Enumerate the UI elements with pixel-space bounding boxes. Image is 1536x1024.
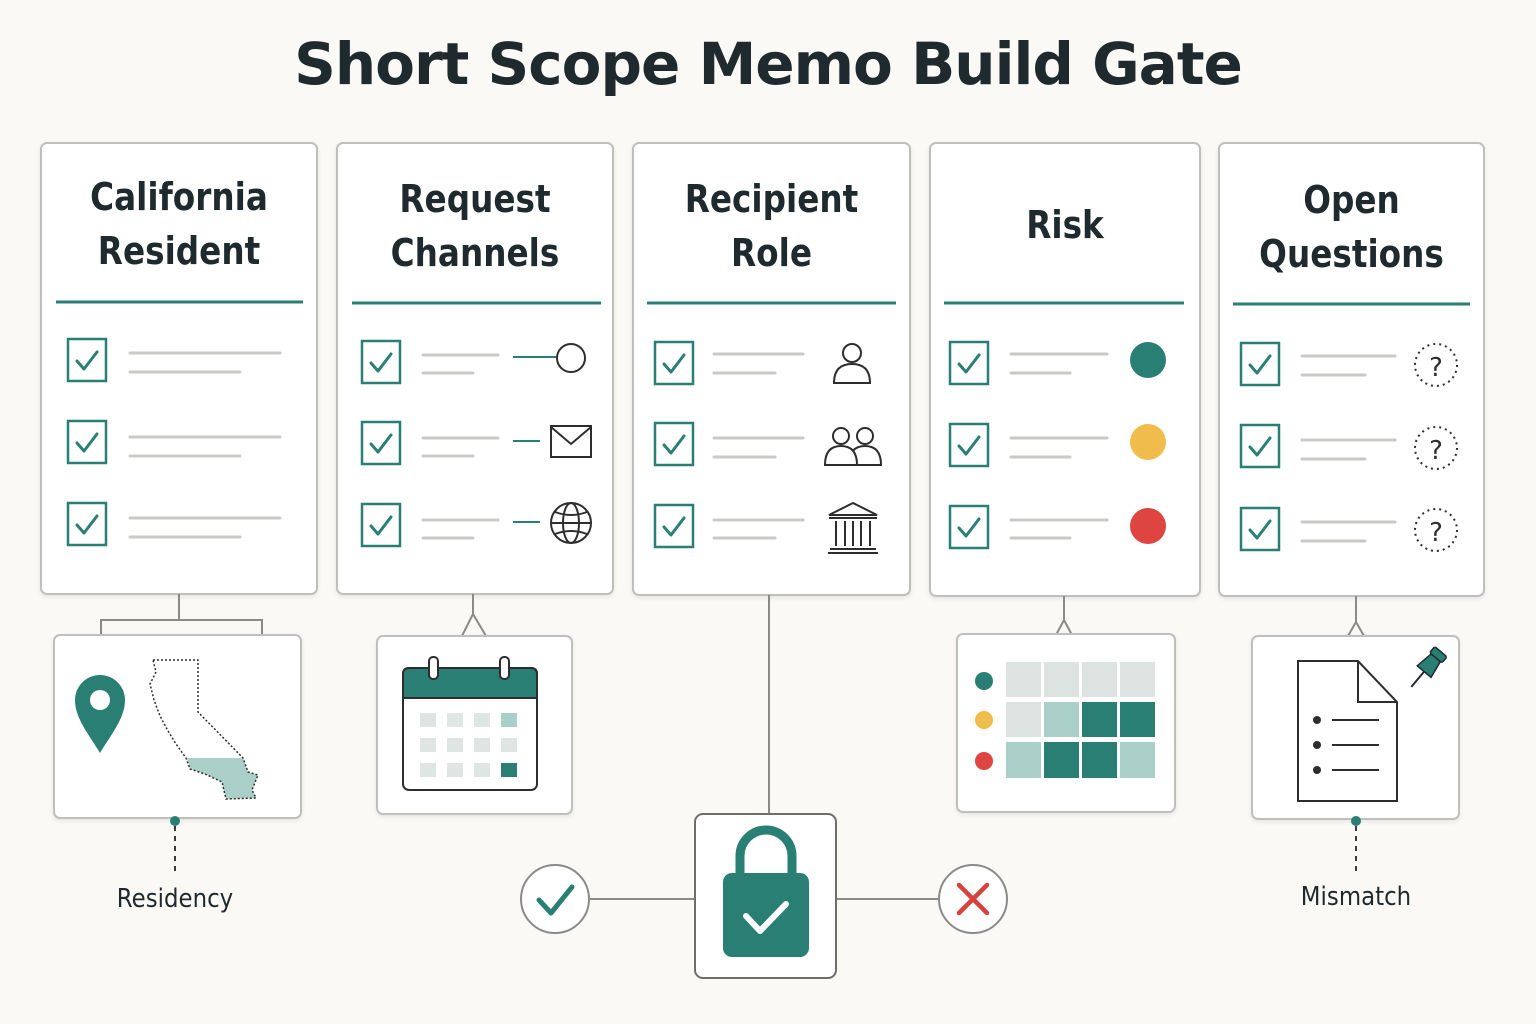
column-title-request-channels: Request Channels [356,172,593,280]
checkbox-checked-icon [948,504,990,550]
risk-dot-teal [1130,342,1166,378]
heatmap-icon [975,662,1155,778]
phone-handset-icon [556,343,586,373]
location-pin-icon [75,675,125,753]
column-title-risk: Risk [949,198,1181,252]
document-icon [1297,660,1398,802]
column-title-line: Open [1303,178,1400,222]
checkbox-checked-icon [66,501,108,547]
checklist-recipient-role [653,340,883,554]
checklist-request-channels [360,339,592,548]
checkbox-checked-icon [360,420,402,466]
svg-text:?: ? [1429,518,1443,548]
checkbox-checked-icon [1239,423,1281,469]
checklist-open-questions: ? ? ? [1239,341,1458,552]
connectors [100,594,1365,814]
card-request-channels [336,142,614,595]
question-icon [1414,508,1458,552]
checkbox-checked-icon [1239,506,1281,552]
column-title-line: California [90,175,268,219]
card-open-questions [1218,142,1485,597]
caption-leaders [170,816,1361,874]
check-circle-icon [520,864,590,934]
x-circle-icon [938,864,1008,934]
question-icon [1414,426,1458,470]
checkbox-checked-icon [66,419,108,465]
page-title: Short Scope Memo Build Gate [294,30,1243,98]
column-title-line: Request [399,177,551,221]
checkbox-checked-icon [360,502,402,548]
california-map-icon [149,659,260,800]
checkbox-checked-icon [948,422,990,468]
calendar-icon [402,656,538,791]
checkbox-checked-icon [653,503,695,549]
column-title-line: Resident [97,229,261,273]
checkbox-checked-icon [653,421,695,467]
column-title-california-resident: California Resident [60,170,297,278]
column-title-line: Channels [390,231,560,275]
column-title-line: Recipient [684,177,859,221]
column-title-open-questions: Open Questions [1238,173,1466,281]
checkbox-checked-icon [948,340,990,386]
checkbox-checked-icon [66,337,108,383]
gate [520,813,1008,979]
globe-icon [550,502,592,544]
padlock-check-icon [723,825,809,957]
checklist-california [66,337,282,547]
person-icon [832,343,872,384]
envelope-icon [550,425,592,458]
svg-text:?: ? [1429,353,1443,383]
risk-dot-yellow [1130,424,1166,460]
column-title-line: Questions [1259,232,1444,276]
pushpin-icon [1410,646,1447,688]
caption-mismatch: Mismatch [1300,882,1412,912]
risk-dot-red [1130,508,1166,544]
column-title-recipient-role: Recipient Role [652,172,890,280]
checkbox-checked-icon [360,339,402,385]
caption-residency: Residency [116,884,234,914]
column-title-line: Role [730,231,812,275]
checkbox-checked-icon [653,340,695,386]
column-title-line: Risk [1026,203,1104,247]
group-icon [823,427,883,466]
institution-icon [828,501,878,554]
svg-text:?: ? [1429,436,1443,466]
checkbox-checked-icon [1239,341,1281,387]
question-icon [1414,343,1458,387]
checklist-risk [948,340,1166,550]
card-recipient-role [632,142,911,596]
